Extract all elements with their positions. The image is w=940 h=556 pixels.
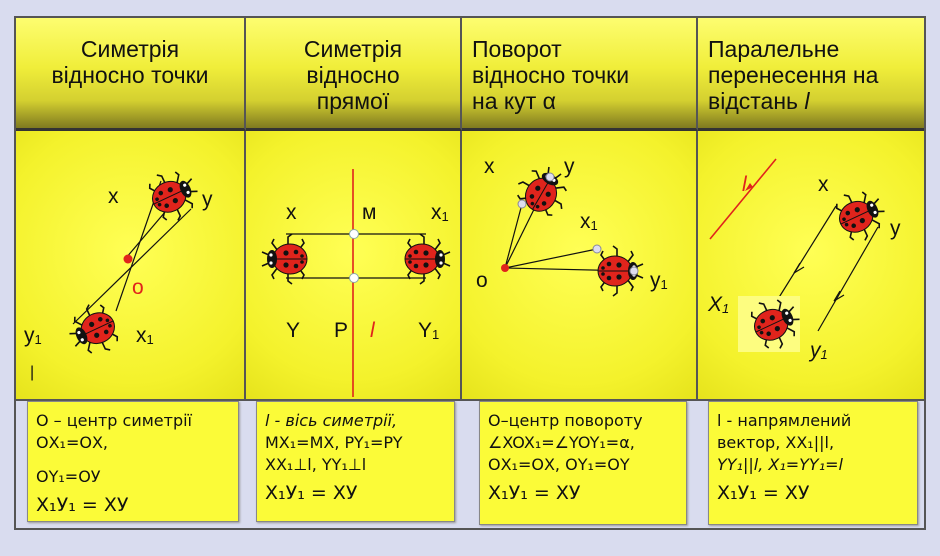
note-line-1: l - напрямлений	[717, 411, 852, 430]
label-x: x	[108, 185, 119, 208]
label-x1: x1	[431, 201, 449, 224]
ladybug-x1	[61, 297, 125, 364]
label-x: x	[484, 155, 495, 178]
note-result: Х₁У₁ = ХУ	[488, 482, 581, 504]
point-p	[349, 273, 359, 283]
ladybug-left	[261, 233, 308, 285]
note-rotation: О–центр повороту ∠XOX₁=∠YOY₁=α, ОХ₁=ОХ, …	[479, 401, 687, 525]
point-m	[349, 229, 359, 239]
label-X1: X1	[707, 293, 729, 316]
label-x: x	[818, 173, 829, 196]
center-point-o	[123, 254, 133, 264]
label-o: o	[476, 269, 488, 292]
note-result: Х₁У₁ = ХУ	[36, 494, 129, 516]
ladybug-x	[829, 181, 893, 248]
note-line-symmetry: l - вісь симетрії, MX₁=MX, PY₁=PY XX₁⊥l,…	[256, 401, 455, 522]
header-line-symmetry: Симетрія відносно прямої	[246, 18, 462, 131]
panel-line-symmetry: x м x1 Y P l Y1	[246, 131, 462, 401]
label-x1: x1	[136, 324, 154, 347]
point-x	[517, 199, 527, 209]
header-text: Симетрія відносно прямої	[303, 36, 403, 114]
tick-mark: |	[30, 364, 34, 381]
label-m: м	[362, 201, 376, 224]
note-line-2: ∠XOX₁=∠YOY₁=α,	[488, 433, 635, 452]
note-line-1: О – центр симетрії	[36, 411, 192, 430]
note-line-3: ОY₁=ОУ	[36, 467, 101, 486]
diagram-rotation: x y x1 o y1	[476, 155, 668, 297]
header-text: Поворот відносно точки на кут α	[472, 36, 630, 114]
point-x1	[592, 244, 602, 254]
label-o: o	[132, 276, 144, 299]
label-x: x	[286, 201, 297, 224]
panel-translation: l x y X1 y1	[698, 131, 924, 401]
label-l: l	[370, 319, 376, 342]
label-y: y	[202, 188, 213, 211]
label-y1: y1	[808, 339, 828, 362]
panel-point-symmetry: x y o y1 x1 |	[16, 131, 246, 401]
diagram-point-symmetry: x y o y1 x1 |	[24, 161, 213, 381]
label-Y1: Y1	[418, 319, 439, 342]
ladybug-x	[142, 161, 206, 228]
note-point-symmetry: О – центр симетрії ОХ₁=ОХ, ОY₁=ОУ Х₁У₁ =…	[27, 401, 239, 522]
vector-arrowhead	[745, 183, 753, 191]
label-P: P	[334, 319, 348, 342]
vector-l	[709, 158, 777, 240]
center-point-o	[501, 264, 509, 272]
point-y1	[629, 266, 639, 276]
header-text: Симетрія відносно точки	[51, 36, 209, 88]
label-y: y	[564, 155, 575, 178]
note-result: Х₁У₁ = ХУ	[717, 482, 810, 504]
point-y	[545, 172, 555, 182]
diagram-translation: l x y X1 y1	[707, 158, 901, 362]
label-y1: y1	[24, 324, 42, 347]
note-line-2: ОХ₁=ОХ,	[36, 433, 109, 452]
note-line-2: вектор, XX₁||l,	[717, 433, 835, 452]
note-line-3: XX₁⊥l, YY₁⊥l	[265, 455, 367, 474]
header-translation: Паралельне перенесення на відстань l	[698, 18, 924, 131]
label-x1: x1	[580, 210, 598, 233]
header-text: Паралельне перенесення на відстань l	[708, 36, 879, 114]
label-Y: Y	[286, 319, 300, 342]
header-rotation: Поворот відносно точки на кут α	[462, 18, 698, 131]
note-line-3: YY₁||l, X₁=YY₁=l	[717, 455, 843, 474]
label-y1: y1	[650, 269, 668, 292]
note-line-1: О–центр повороту	[488, 411, 643, 430]
note-line-3: ОХ₁=ОХ, ОY₁=ОY	[488, 455, 630, 474]
note-line-1: l - вісь симетрії,	[265, 411, 398, 430]
label-y: y	[890, 217, 901, 240]
label-l: l	[742, 173, 748, 196]
table-frame: Симетрія відносно точки Симетрія відносн…	[14, 16, 926, 530]
header-point-symmetry: Симетрія відносно точки	[16, 18, 246, 131]
note-translation: l - напрямлений вектор, XX₁||l, YY₁||l, …	[708, 401, 918, 525]
panel-rotation: x y x1 o y1	[462, 131, 698, 401]
diagram-line-symmetry: x м x1 Y P l Y1	[261, 169, 451, 397]
ladybug-right	[404, 233, 451, 285]
header-italic-l: l	[804, 88, 810, 114]
note-result: Х₁У₁ = ХУ	[265, 482, 358, 504]
note-line-2: MX₁=MX, PY₁=PY	[265, 433, 403, 452]
